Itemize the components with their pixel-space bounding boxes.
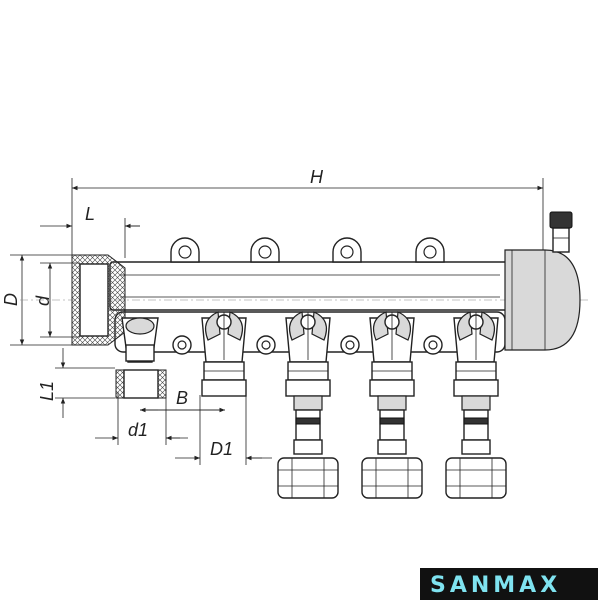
dim-label-B: B bbox=[176, 388, 188, 408]
air-vent-cap bbox=[549, 211, 573, 229]
dim-label-D: D bbox=[1, 293, 21, 306]
valve-handle bbox=[373, 311, 411, 341]
dim-label-L1: L1 bbox=[37, 381, 57, 401]
outlet-4 bbox=[361, 311, 423, 499]
outlets-group bbox=[201, 311, 507, 499]
outlet-3 bbox=[277, 311, 339, 499]
outlet-2 bbox=[201, 311, 247, 397]
dim-label-D1: D1 bbox=[210, 439, 233, 459]
valve-handle bbox=[205, 311, 243, 341]
dimension-lines bbox=[10, 178, 544, 465]
valve-handle bbox=[289, 311, 327, 341]
rail-bosses bbox=[172, 335, 443, 355]
outlet-1 bbox=[115, 317, 167, 399]
end-cap bbox=[504, 211, 581, 351]
dim-label-d: d bbox=[33, 295, 53, 306]
inlet-nut bbox=[71, 254, 126, 346]
dim-label-L: L bbox=[85, 204, 95, 224]
mounting-lugs bbox=[170, 237, 445, 263]
dim-label-H: H bbox=[310, 167, 324, 187]
sanmax-logo: SANMAX bbox=[420, 568, 598, 600]
logo-text: SANMAX bbox=[430, 573, 561, 598]
valve-handle bbox=[457, 311, 495, 341]
outlet-5 bbox=[445, 311, 507, 499]
dim-label-d1: d1 bbox=[128, 420, 148, 440]
